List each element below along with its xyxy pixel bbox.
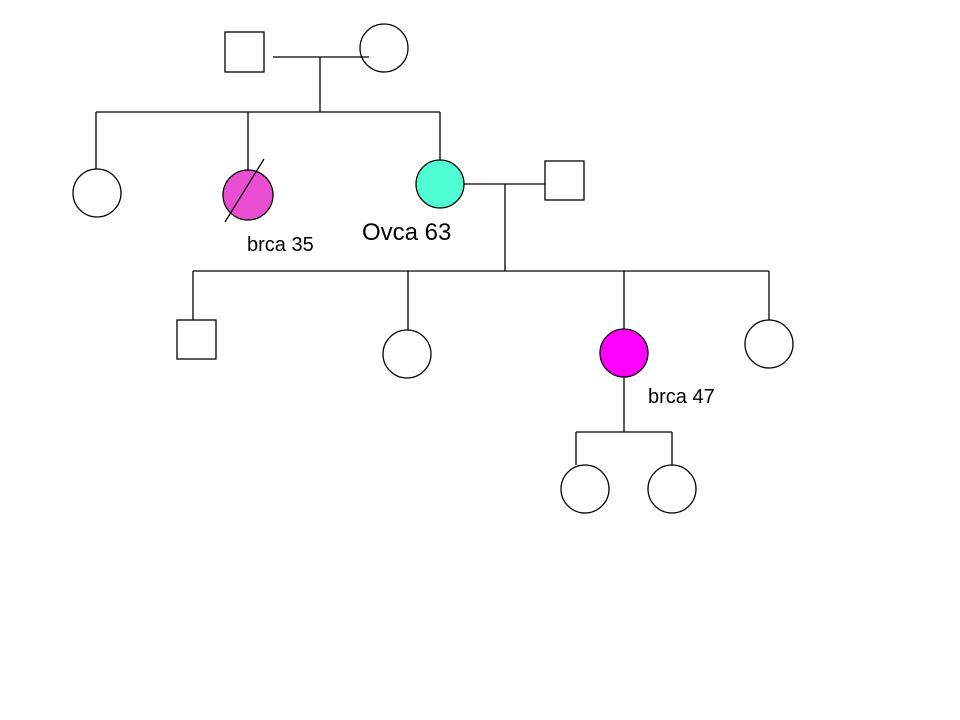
gen2-mother-affected-circle	[415, 159, 465, 209]
gen3-daughter-3-circle	[744, 319, 794, 369]
gen4-daughter-2-circle	[647, 464, 697, 514]
gen3-daughter-1-circle	[382, 329, 432, 379]
gen1-father-square	[224, 31, 265, 73]
daughter-label: brca 47	[648, 386, 715, 408]
gen2-daughter-1-circle	[72, 168, 122, 218]
gen4-daughter-1-circle	[560, 464, 610, 514]
gen2-deceased-slash	[224, 158, 265, 223]
gen2-aunt-affected-circle	[222, 169, 274, 221]
gen1-mother-circle	[359, 23, 409, 73]
mother-label: Ovca 63	[362, 219, 451, 246]
gen2-spouse-square	[544, 160, 585, 201]
gen3-daughter-affected-circle	[599, 328, 649, 378]
aunt-label: brca 35	[247, 234, 314, 256]
gen3-son-square	[176, 319, 217, 360]
